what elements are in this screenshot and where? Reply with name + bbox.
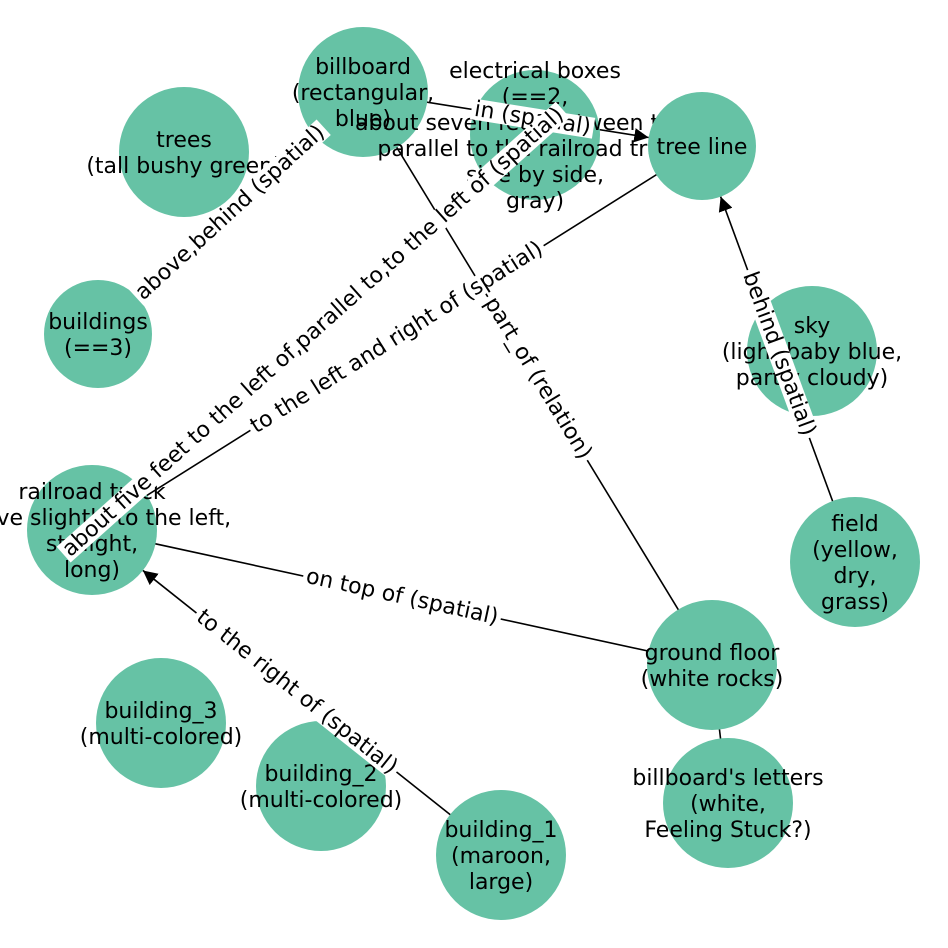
node-label-line: gray): [506, 189, 564, 214]
edge-label-background: [479, 291, 597, 466]
node-label-line: long): [64, 558, 120, 583]
edge-label-background: [56, 101, 570, 563]
node-building-1: building_1(maroon,large): [436, 790, 566, 920]
node-label-line: trees: [156, 128, 212, 153]
edge-label-background: [244, 236, 549, 439]
node-circle: [44, 280, 152, 388]
node-label-line: (white rocks): [641, 667, 784, 692]
node-label-line: (multi-colored): [80, 725, 243, 750]
node-trees: trees(tall bushy green): [86, 87, 282, 217]
node-label-line: Feeling Stuck?): [644, 818, 811, 843]
node-label-line: building_1: [444, 818, 557, 843]
node-label-line: tree line: [657, 135, 748, 160]
node-label-line: (light baby blue,: [722, 340, 902, 365]
node-circle: [119, 87, 249, 217]
node-label-line: building_2: [264, 762, 377, 787]
node-label-line: blue): [335, 107, 391, 132]
node-circle: [647, 600, 777, 730]
edge-label-group: on top of (spatial): [301, 564, 504, 630]
node-label-line: (multi-colored): [240, 788, 403, 813]
node-label-line: (rectangular,: [292, 81, 434, 106]
node-circle: [256, 721, 386, 851]
edge-label-background: [738, 266, 820, 442]
node-label-line: billboard's letters: [632, 766, 823, 791]
node-ground-floor: ground floor(white rocks): [641, 600, 784, 730]
node-circle: [648, 92, 756, 200]
node-building-3: building_3(multi-colored): [80, 658, 243, 788]
node-label-line: (maroon,: [451, 844, 551, 869]
node-circle: [436, 790, 566, 920]
node-label-line: billboard: [315, 55, 411, 80]
edge-label-background: [469, 98, 596, 139]
node-circle: [298, 27, 428, 157]
node-label-line: grass): [821, 590, 889, 615]
node-billboard: billboard(rectangular,blue): [292, 27, 434, 157]
node-label-line: buildings: [48, 310, 148, 335]
node-label-line: electrical boxes: [449, 59, 621, 84]
node-label-line: partly cloudy): [736, 366, 888, 391]
node-label-line: dry,: [833, 564, 876, 589]
node-label-line: building_3: [104, 699, 217, 724]
node-label-line: (tall bushy green): [86, 154, 281, 179]
node-label-line: (white,: [690, 792, 766, 817]
node-field: field(yellow,dry,grass): [790, 497, 920, 627]
edge-label-background: [301, 565, 504, 629]
node-circle: [96, 658, 226, 788]
node-circle: [790, 497, 920, 627]
node-label-line: large): [469, 870, 533, 895]
node-tree-line: tree line: [648, 92, 756, 200]
node-building-2: building_2(multi-colored): [240, 721, 403, 851]
node-railroad-track: railroad track(curve slightly to the lef…: [0, 465, 231, 595]
node-label-line: sky: [794, 314, 830, 339]
edge-label-background: [129, 119, 331, 306]
edge-label: part_of (relation): [479, 293, 597, 464]
node-circle: [663, 738, 793, 868]
edge-label-background: [190, 604, 404, 780]
node-label-line: ground floor: [645, 641, 781, 666]
node-buildings: buildings(==3): [44, 280, 152, 388]
node-label-line: field: [831, 512, 878, 537]
node-billboards-letters: billboard's letters(white,Feeling Stuck?…: [632, 738, 824, 868]
node-label-line: (yellow,: [812, 538, 898, 563]
node-label-line: (==3): [64, 336, 132, 361]
edge-label: on top of (spatial): [304, 564, 501, 630]
edge-label-group: part_of (relation): [479, 291, 597, 466]
